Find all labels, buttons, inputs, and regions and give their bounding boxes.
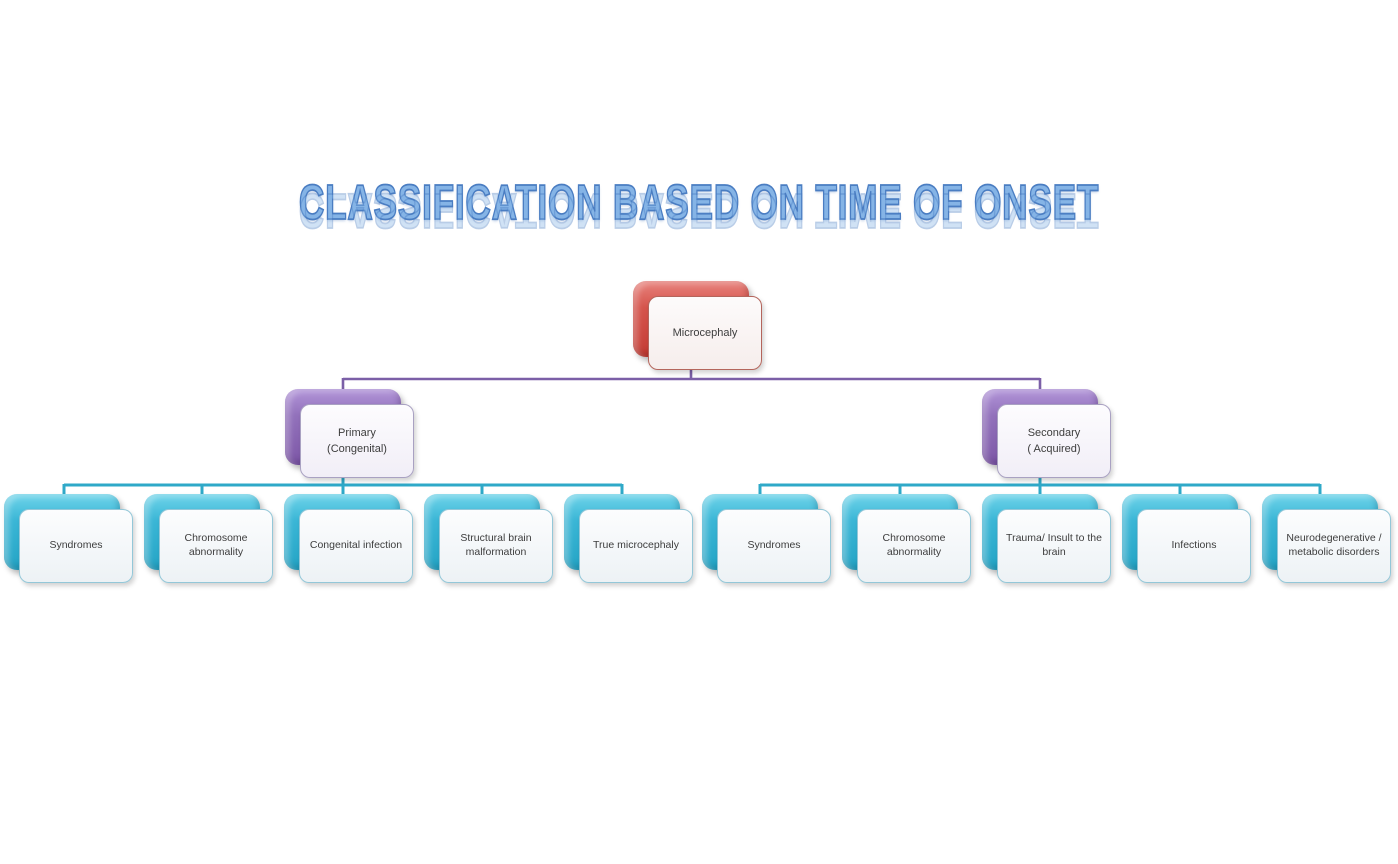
leaf-node-true-microcephaly: True microcephaly xyxy=(564,494,695,585)
leaf-node-trauma-insult-to-brain: Trauma/ Insult to the brain xyxy=(982,494,1113,585)
leaf-node-label: Structural brain malformation xyxy=(439,509,553,583)
leaf-node-label: Neurodegenerative / metabolic disorders xyxy=(1277,509,1391,583)
branch-node-label: Primary (Congenital) xyxy=(300,404,414,478)
root-node-label: Microcephaly xyxy=(648,296,762,370)
leaf-node-infections: Infections xyxy=(1122,494,1253,585)
leaf-node-label: Chromosome abnormality xyxy=(159,509,273,583)
leaf-node-label: Infections xyxy=(1137,509,1251,583)
branch-node-primary: Primary (Congenital) xyxy=(285,389,416,480)
leaf-node-chromosome-abnormality-primary: Chromosome abnormality xyxy=(144,494,275,585)
title-block: CLASSIFICATION BASED ON TIME OF ONSET CL… xyxy=(0,176,1398,283)
leaf-node-structural-brain-malformation: Structural brain malformation xyxy=(424,494,555,585)
root-node-microcephaly: Microcephaly xyxy=(633,281,764,372)
leaf-node-syndromes-primary: Syndromes xyxy=(4,494,135,585)
leaf-node-congenital-infection: Congenital infection xyxy=(284,494,415,585)
leaf-node-label: Syndromes xyxy=(717,509,831,583)
connector-primary-to-leaves xyxy=(62,460,624,498)
page-title: CLASSIFICATION BASED ON TIME OF ONSET xyxy=(298,176,1100,230)
leaf-node-label: Trauma/ Insult to the brain xyxy=(997,509,1111,583)
leaf-node-label: Syndromes xyxy=(19,509,133,583)
leaf-node-syndromes-secondary: Syndromes xyxy=(702,494,833,585)
branch-node-label: Secondary ( Acquired) xyxy=(997,404,1111,478)
leaf-node-label: True microcephaly xyxy=(579,509,693,583)
title-reflection-fade xyxy=(0,232,1398,280)
leaf-node-label: Chromosome abnormality xyxy=(857,509,971,583)
branch-node-secondary: Secondary ( Acquired) xyxy=(982,389,1113,480)
leaf-node-label: Congenital infection xyxy=(299,509,413,583)
leaf-node-chromosome-abnormality-secondary: Chromosome abnormality xyxy=(842,494,973,585)
leaf-node-neurodegenerative-metabolic-disorders: Neurodegenerative / metabolic disorders xyxy=(1262,494,1393,585)
connector-secondary-to-leaves xyxy=(758,460,1322,498)
